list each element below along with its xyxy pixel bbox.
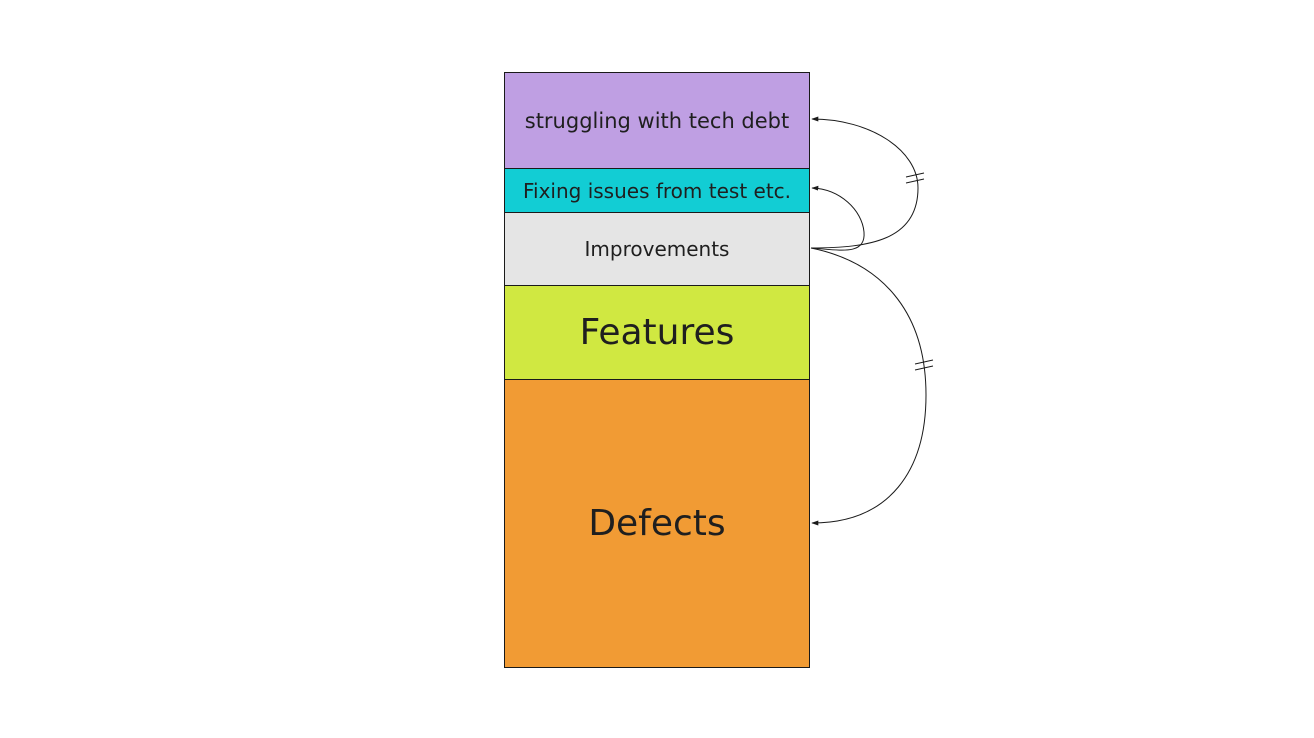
fixing-issues-label: Fixing issues from test etc. bbox=[522, 178, 792, 203]
tech-debt-label: struggling with tech debt bbox=[524, 108, 790, 133]
tech-debt-block[interactable]: struggling with tech debt bbox=[504, 72, 810, 169]
parallel-marker-icon bbox=[905, 172, 925, 184]
features-block[interactable]: Features bbox=[504, 285, 810, 380]
defects-block[interactable]: Defects bbox=[504, 379, 810, 668]
connector-improvements-to-defects[interactable] bbox=[810, 247, 927, 526]
fixing-issues-block[interactable]: Fixing issues from test etc. bbox=[504, 168, 810, 213]
connector-improvements-to-tech-debt[interactable] bbox=[810, 116, 919, 249]
improvements-label: Improvements bbox=[584, 237, 730, 261]
features-label: Features bbox=[579, 312, 735, 353]
parallel-marker-icon bbox=[914, 359, 934, 371]
improvements-block[interactable]: Improvements bbox=[504, 212, 810, 286]
defects-label: Defects bbox=[588, 503, 726, 544]
connector-improvements-to-fixing[interactable] bbox=[810, 185, 865, 251]
